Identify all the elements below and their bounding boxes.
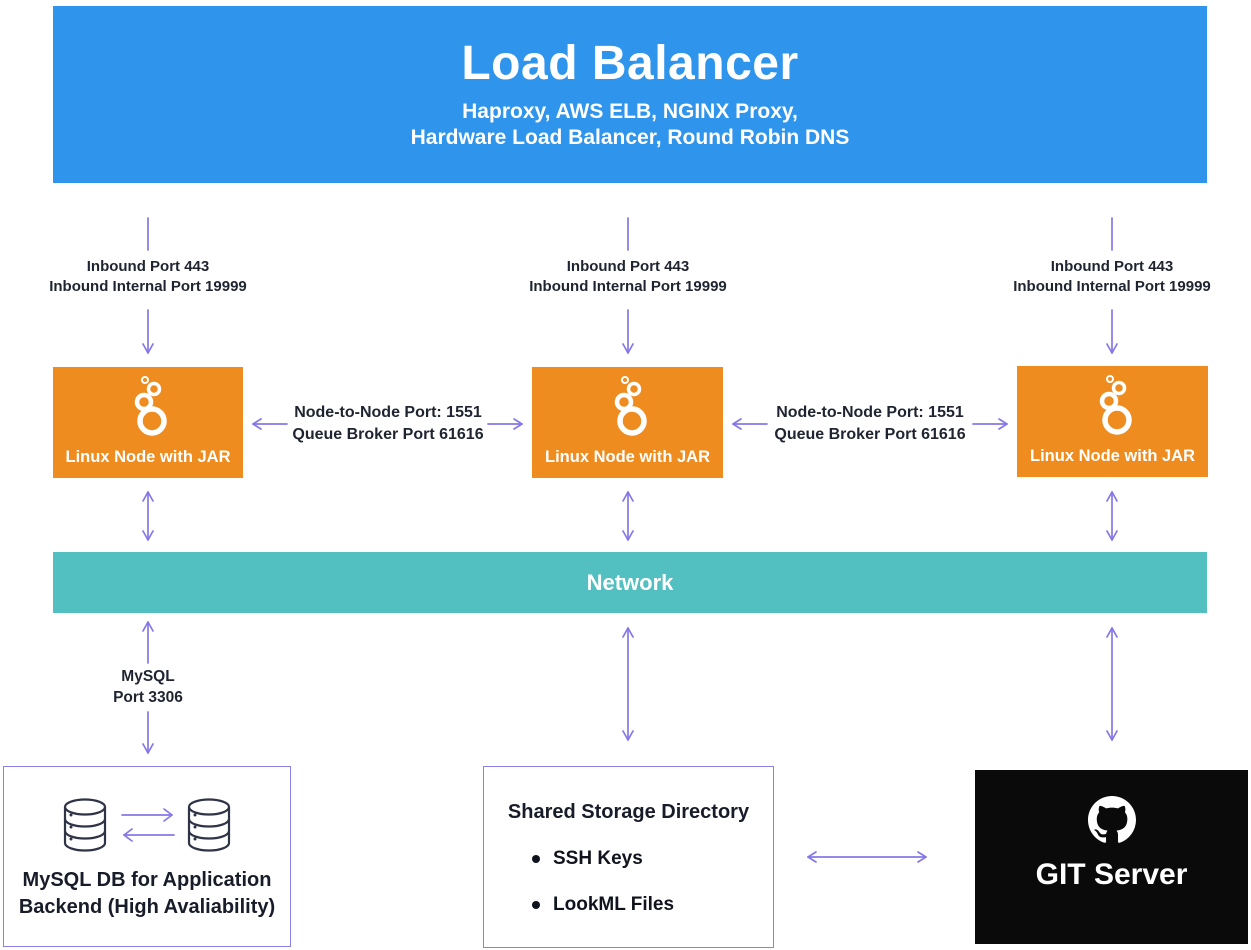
node-link-arrow-left-1 (252, 418, 288, 430)
node-to-node-port: Node-to-Node Port: 1551 (294, 404, 482, 421)
git-server-box: GIT Server (975, 770, 1248, 944)
connector-line-center (627, 217, 629, 251)
inbound-internal-port: Inbound Internal Port 19999 (49, 278, 247, 295)
list-item: SSH Keys (532, 848, 773, 870)
db-replication-graphic (62, 797, 232, 853)
mysql-db-caption-line1: MySQL DB for Application (22, 869, 272, 891)
node-to-node-label-2: Node-to-Node Port: 1551 Queue Broker Por… (760, 402, 980, 446)
load-balancer-box: Load Balancer Haproxy, AWS ELB, NGINX Pr… (53, 6, 1207, 183)
storage-item-label: SSH Keys (553, 848, 643, 869)
inbound-ports-label-center: Inbound Port 443 Inbound Internal Port 1… (498, 257, 758, 297)
inbound-port-443: Inbound Port 443 (86, 258, 210, 275)
mysql-port: Port 3306 (113, 689, 183, 706)
looker-icon (134, 376, 167, 436)
node-link-arrow-left-2 (732, 418, 768, 430)
node-to-node-port: Node-to-Node Port: 1551 (776, 404, 964, 421)
mysql-label: MySQL (121, 668, 175, 685)
linux-node-box-right: Linux Node with JAR (1017, 366, 1208, 477)
down-arrow-center (622, 309, 634, 354)
load-balancer-title: Load Balancer (461, 37, 799, 90)
linux-node-box-center: Linux Node with JAR (532, 367, 723, 478)
node-network-arrow-left (142, 491, 154, 541)
node-link-arrow-right-1 (487, 418, 523, 430)
mysql-port-label: MySQL Port 3306 (68, 666, 228, 708)
connector-line-right (1111, 217, 1113, 251)
linux-node-label: Linux Node with JAR (1030, 447, 1195, 465)
github-icon (1087, 796, 1136, 843)
shared-storage-box: Shared Storage Directory SSH Keys LookML… (483, 766, 774, 948)
load-balancer-subtitle-line2: Hardware Load Balancer, Round Robin DNS (410, 126, 850, 149)
bullet-icon (532, 855, 540, 863)
network-git-arrow (1106, 627, 1118, 741)
down-arrow-right (1106, 309, 1118, 354)
queue-broker-port: Queue Broker Port 61616 (774, 426, 966, 443)
inbound-port-443: Inbound Port 443 (1050, 258, 1174, 275)
shared-storage-title: Shared Storage Directory (507, 801, 750, 823)
node-link-arrow-right-2 (972, 418, 1008, 430)
bullet-icon (532, 901, 540, 909)
inbound-port-443: Inbound Port 443 (566, 258, 690, 275)
node-network-arrow-right (1106, 491, 1118, 541)
database-icon (187, 798, 231, 852)
database-icon (63, 798, 107, 852)
mysql-db-box: MySQL DB for Application Backend (High A… (3, 766, 291, 947)
list-item: LookML Files (532, 894, 773, 916)
node-network-arrow-center (622, 491, 634, 541)
down-arrow-left (142, 309, 154, 354)
shared-storage-items: SSH Keys LookML Files (532, 848, 773, 940)
network-storage-arrow (622, 627, 634, 741)
storage-item-label: LookML Files (553, 894, 675, 915)
inbound-internal-port: Inbound Internal Port 19999 (1013, 278, 1211, 295)
linux-node-label: Linux Node with JAR (545, 448, 710, 466)
load-balancer-subtitle-line1: Haproxy, AWS ELB, NGINX Proxy, (462, 100, 798, 123)
node-to-node-label-1: Node-to-Node Port: 1551 Queue Broker Por… (278, 402, 498, 446)
looker-icon (1099, 375, 1132, 435)
linux-node-box-left: Linux Node with JAR (53, 367, 243, 478)
looker-icon (614, 376, 647, 436)
inbound-ports-label-left: Inbound Port 443 Inbound Internal Port 1… (18, 257, 278, 297)
linux-node-label: Linux Node with JAR (65, 448, 231, 466)
connector-line-left (147, 217, 149, 251)
mysql-db-caption: MySQL DB for Application Backend (High A… (19, 867, 275, 921)
load-balancer-subtitle: Haproxy, AWS ELB, NGINX Proxy, Hardware … (411, 99, 850, 151)
inbound-ports-label-right: Inbound Port 443 Inbound Internal Port 1… (982, 257, 1242, 297)
network-label: Network (586, 569, 674, 595)
mysql-arrow-up (142, 621, 154, 664)
inbound-internal-port: Inbound Internal Port 19999 (529, 278, 727, 295)
sync-arrows-icon (121, 808, 175, 842)
network-box: Network (53, 552, 1207, 613)
mysql-db-caption-line2: Backend (High Avaliability) (18, 896, 276, 918)
mysql-arrow-down (142, 711, 154, 754)
git-server-label: GIT Server (1035, 858, 1188, 891)
storage-git-arrow (807, 851, 927, 863)
queue-broker-port: Queue Broker Port 61616 (292, 426, 484, 443)
